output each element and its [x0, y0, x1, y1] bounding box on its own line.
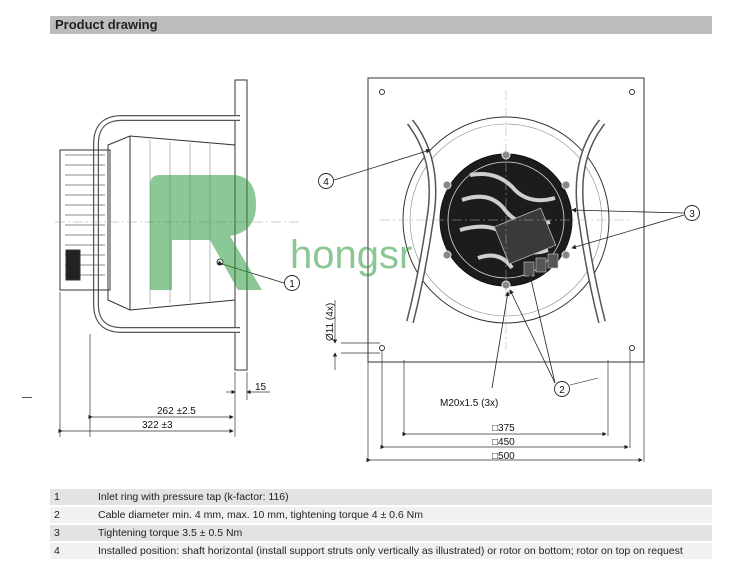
margin-mark	[22, 397, 32, 398]
front-dimensions	[366, 350, 645, 463]
front-plate	[367, 77, 645, 363]
side-dimensions	[58, 292, 270, 437]
note-text: Inlet ring with pressure tap (k-factor: …	[94, 489, 712, 506]
table-row: 3 Tightening torque 3.5 ± 0.5 Nm	[50, 523, 712, 542]
front-view	[367, 77, 645, 363]
cable-gland	[535, 257, 547, 273]
note-number: 4	[50, 541, 94, 559]
mount-hole	[379, 89, 385, 95]
watermark: hongsr	[150, 175, 412, 290]
watermark-text: hongsr	[290, 233, 412, 277]
note-text: Installed position: shaft horizontal (in…	[94, 541, 712, 559]
product-drawing: 1 15 262 ±2.5 322 ±3	[55, 77, 700, 463]
callout-4-label: 4	[323, 177, 329, 188]
side-motor	[59, 149, 111, 291]
mount-hole	[379, 345, 385, 351]
note-number: 1	[50, 489, 94, 506]
mount-hole	[629, 89, 635, 95]
connection-box	[493, 207, 557, 265]
side-view	[55, 79, 300, 371]
dim-thread: M20x1.5 (3x)	[440, 398, 498, 409]
callout-1-label: 1	[289, 279, 295, 290]
dim-overall: 322 ±3	[142, 420, 173, 431]
callout-4: 4	[318, 148, 431, 189]
section-title: Product drawing	[55, 17, 158, 32]
dim-depth: 262 ±2.5	[157, 406, 196, 417]
dim-hole: Ø11 (4x)	[325, 303, 336, 341]
note-number: 3	[50, 523, 94, 542]
note-text: Cable diameter min. 4 mm, max. 10 mm, ti…	[94, 505, 712, 524]
callout-3-label: 3	[689, 209, 695, 220]
hole-dimension	[332, 300, 380, 370]
table-row: 4 Installed position: shaft horizontal (…	[50, 541, 712, 559]
callout-3: 3	[571, 205, 700, 250]
dim-flange: 15	[255, 382, 267, 393]
callout-1: 1	[217, 260, 300, 291]
dim-375: □375	[492, 423, 515, 434]
dim-500: □500	[492, 451, 515, 462]
cable-gland	[523, 261, 535, 277]
table-row: 2 Cable diameter min. 4 mm, max. 10 mm, …	[50, 505, 712, 524]
note-number: 2	[50, 505, 94, 524]
cable-gland	[547, 253, 559, 269]
callout-2: 2	[509, 274, 599, 397]
note-text: Tightening torque 3.5 ± 0.5 Nm	[94, 523, 712, 542]
table-row: 1 Inlet ring with pressure tap (k-factor…	[50, 489, 712, 506]
section-header: Product drawing	[50, 16, 712, 34]
notes-table: 1 Inlet ring with pressure tap (k-factor…	[50, 489, 712, 559]
mount-hole	[629, 345, 635, 351]
callout-2-label: 2	[559, 385, 565, 396]
dim-450: □450	[492, 437, 515, 448]
